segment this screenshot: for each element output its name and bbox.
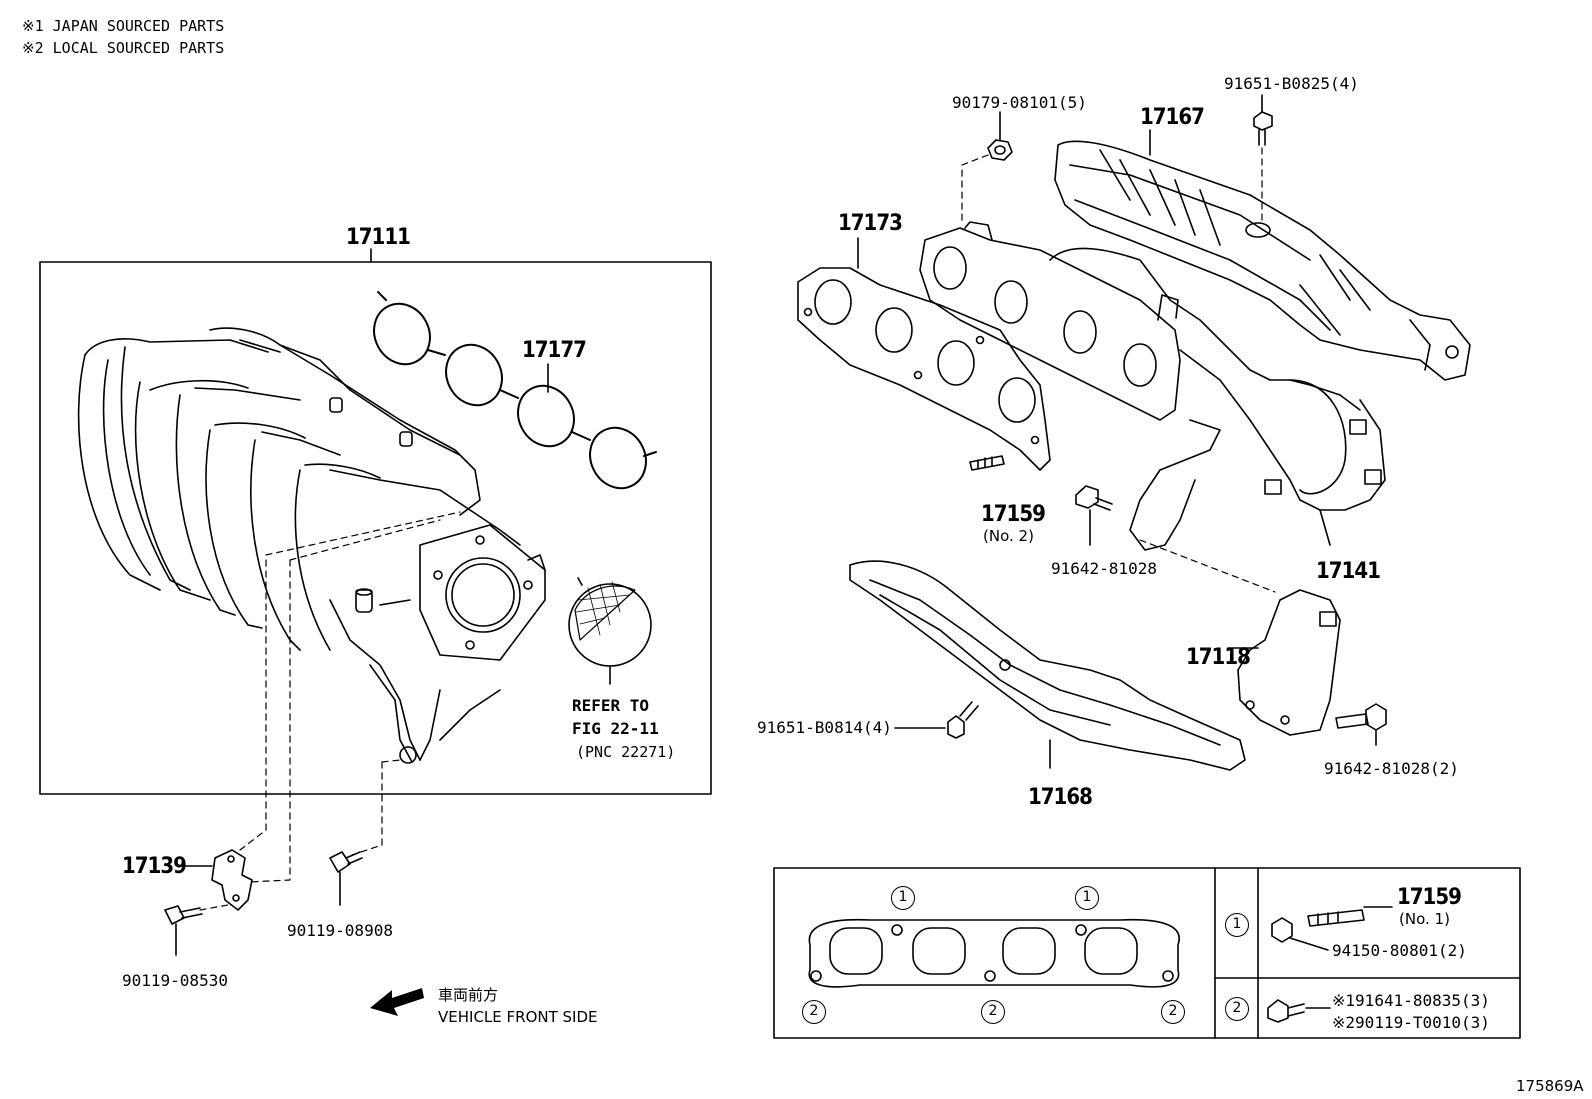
front-direction-arrow bbox=[370, 988, 424, 1016]
legend-marker-2: 2 bbox=[802, 1000, 826, 1024]
label-direction-en: VEHICLE FRONT SIDE bbox=[438, 1008, 598, 1026]
label-bolt-90119-T0010-mark: ※2 bbox=[1332, 1013, 1356, 1032]
note-japan-sourced: ※1 JAPAN SOURCED PARTS bbox=[22, 17, 224, 35]
refer-symbol bbox=[568, 577, 652, 685]
intake-manifold-box bbox=[39, 261, 712, 795]
note-text-2: LOCAL SOURCED PARTS bbox=[52, 39, 225, 57]
stud-no2-drawing bbox=[969, 455, 1005, 471]
label-exhaust-gasket: 17173 bbox=[838, 211, 903, 236]
bolt-91642-81028-2-drawing bbox=[1335, 703, 1387, 746]
note-local-sourced: ※2 LOCAL SOURCED PARTS bbox=[22, 39, 224, 57]
label-stud-no2: 17159 bbox=[981, 502, 1046, 527]
exhaust-gasket-drawing bbox=[797, 237, 1051, 471]
label-stud-no2-sub: (No. 2) bbox=[983, 527, 1034, 545]
legend-box bbox=[773, 867, 1521, 1039]
label-refer-3: (PNC 22271) bbox=[576, 743, 676, 761]
legend-marker-1: 1 bbox=[1075, 886, 1099, 910]
legend-marker-2: 2 bbox=[1161, 1000, 1185, 1024]
label-bolt-90119-08908: 90119-08908 bbox=[287, 921, 393, 940]
nut-90179-drawing bbox=[987, 111, 1013, 161]
label-bolt-90119-08530: 90119-08530 bbox=[122, 971, 228, 990]
label-stay: 17118 bbox=[1186, 645, 1251, 670]
stay-17118-drawing bbox=[1227, 589, 1341, 736]
bolt-91651-B0825-drawing bbox=[1253, 94, 1273, 146]
label-lower-heat-insulator: 17168 bbox=[1028, 785, 1093, 810]
label-stud-no1-sub: (No. 1) bbox=[1399, 910, 1450, 928]
legend-row-marker-1: 1 bbox=[1225, 913, 1249, 937]
label-bolt-91642-81028: 91642-81028 bbox=[1051, 559, 1157, 578]
bracket-17139-drawing bbox=[179, 849, 253, 911]
label-nut-94150: 94150-80801(2) bbox=[1332, 941, 1467, 960]
figure-id: 175869A bbox=[1516, 1077, 1584, 1095]
label-refer-1: REFER TO bbox=[572, 696, 650, 715]
bolt-90119-08908-drawing bbox=[329, 851, 363, 906]
label-upper-heat-insulator: 17167 bbox=[1140, 105, 1205, 130]
label-refer-2: FIG 22-11 bbox=[572, 719, 659, 738]
label-bolt-90119-T0010-number: 90119-T0010(3) bbox=[1355, 1013, 1490, 1032]
exhaust-manifold-drawing bbox=[919, 221, 1386, 551]
intake-gasket-drawing bbox=[373, 291, 657, 490]
intake-manifold-drawing bbox=[77, 327, 546, 764]
label-stud-no1: 17159 bbox=[1397, 885, 1462, 910]
label-nut-90179: 90179-08101(5) bbox=[952, 93, 1087, 112]
label-bolt-91641: ※191641-80835(3) bbox=[1332, 992, 1490, 1010]
note-mark-1: ※1 bbox=[22, 17, 44, 35]
bolt-91651-B0814-drawing bbox=[894, 701, 979, 739]
label-exhaust-manifold: 17141 bbox=[1316, 559, 1381, 584]
label-intake-manifold: 17111 bbox=[346, 225, 411, 250]
note-mark-2: ※2 bbox=[22, 39, 44, 57]
label-bolt-91642-81028-2: 91642-81028(2) bbox=[1324, 759, 1459, 778]
label-intake-gasket: 17177 bbox=[522, 338, 587, 363]
upper-heat-insulator-drawing bbox=[1054, 129, 1471, 381]
legend-row-marker-2: 2 bbox=[1225, 997, 1249, 1021]
label-bolt-91641-mark: ※1 bbox=[1332, 991, 1356, 1010]
legend-marker-1: 1 bbox=[891, 886, 915, 910]
lower-heat-insulator-drawing bbox=[849, 560, 1246, 771]
bolt-91642-81028-drawing bbox=[1075, 485, 1113, 546]
label-bolt-91651-B0825: 91651-B0825(4) bbox=[1224, 74, 1359, 93]
label-direction-jp: 車両前方 bbox=[438, 986, 499, 1004]
label-bracket: 17139 bbox=[122, 854, 187, 879]
bolt-90119-08530-drawing bbox=[164, 905, 203, 956]
label-bolt-91651-B0814: 91651-B0814(4) bbox=[757, 718, 892, 737]
label-bolt-91641-number: 91641-80835(3) bbox=[1355, 991, 1490, 1010]
legend-marker-2: 2 bbox=[981, 1000, 1005, 1024]
note-text-1: JAPAN SOURCED PARTS bbox=[52, 17, 225, 35]
throttle-flange bbox=[419, 524, 546, 661]
label-bolt-90119-T0010: ※290119-T0010(3) bbox=[1332, 1014, 1490, 1032]
